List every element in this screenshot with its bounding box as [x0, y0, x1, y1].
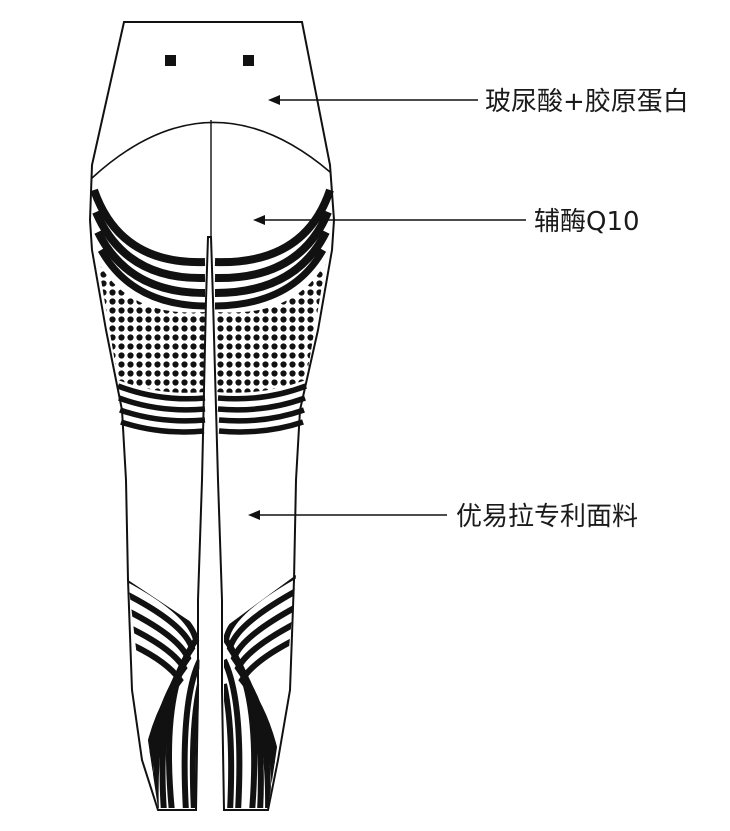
leggings-outline	[90, 22, 334, 810]
callout-label-leg: 优易拉专利面料	[456, 502, 638, 532]
arrow-icon	[268, 95, 280, 105]
calf-stripes-left	[126, 578, 200, 812]
callout-leg: 优易拉专利面料	[248, 502, 638, 532]
callout-waist: 玻尿酸+胶原蛋白	[268, 87, 689, 117]
thigh-stripes-right	[218, 386, 306, 432]
thigh-stripes-left	[118, 386, 205, 432]
label-tag-right	[243, 55, 254, 66]
callout-label-waist: 玻尿酸+胶原蛋白	[485, 87, 689, 117]
calf-stripes-right	[224, 574, 298, 812]
arrow-icon	[253, 215, 265, 225]
callout-label-hip: 辅酶Q10	[534, 207, 640, 237]
arrow-icon	[248, 510, 260, 520]
label-tag-left	[165, 55, 176, 66]
